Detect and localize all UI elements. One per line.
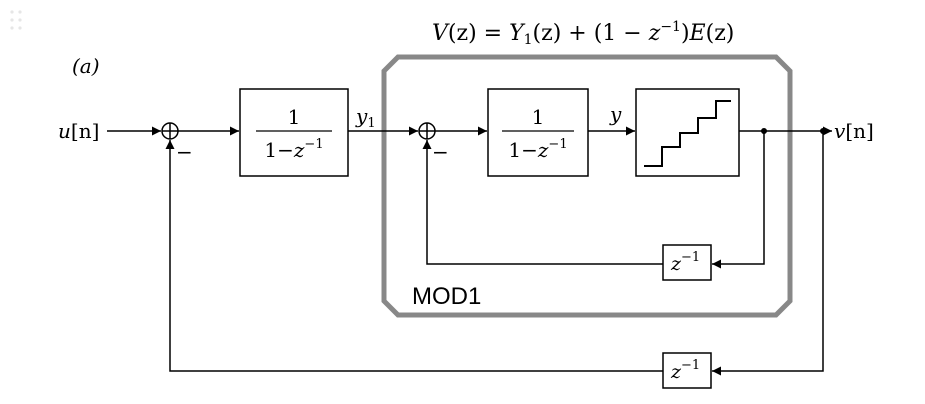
output-label: v[n] [834, 119, 874, 143]
wire-outer-feedback-down [712, 131, 824, 376]
junction-dot-outer [820, 128, 826, 134]
svg-text:1−z−1: 1−z−1 [508, 137, 567, 162]
signal-wires [107, 126, 832, 376]
junction-dot-inner [761, 128, 767, 134]
svg-text:1−z−1: 1−z−1 [264, 137, 323, 162]
panel-label: (a) [72, 54, 100, 78]
delay-block-outer: z−1 [662, 352, 712, 389]
equation-title: V(z) = Y1(z) + (1 − z−1)E(z) [432, 19, 734, 48]
quantizer-staircase-icon [644, 100, 731, 167]
modulator-label: MOD1 [412, 283, 481, 310]
svg-text:1: 1 [288, 105, 301, 129]
signal-y1-label: y1 [355, 104, 376, 131]
svg-text:1: 1 [532, 105, 545, 129]
wire-inner-feedback-down [712, 131, 765, 269]
input-label: u[n] [58, 119, 99, 143]
minus-sign-outer: − [176, 140, 193, 164]
minus-sign-inner: − [432, 140, 449, 164]
delay-block-inner: z−1 [662, 244, 712, 281]
integrator-block-inner: 1 1−z−1 [487, 88, 589, 177]
summing-junction-outer [161, 122, 179, 140]
svg-text:z−1: z−1 [670, 358, 700, 383]
wire-outer-feedback-return [165, 140, 663, 372]
modulator-boundary [381, 54, 793, 318]
signal-y-label: y [609, 102, 622, 126]
integrator-block-outer: 1 1−z−1 [239, 88, 349, 177]
corner-dots-decoration [10, 10, 22, 30]
quantizer-block [635, 88, 740, 177]
wire-inner-feedback-return [422, 140, 663, 265]
svg-text:z−1: z−1 [670, 250, 700, 275]
summing-junction-inner [418, 122, 436, 140]
